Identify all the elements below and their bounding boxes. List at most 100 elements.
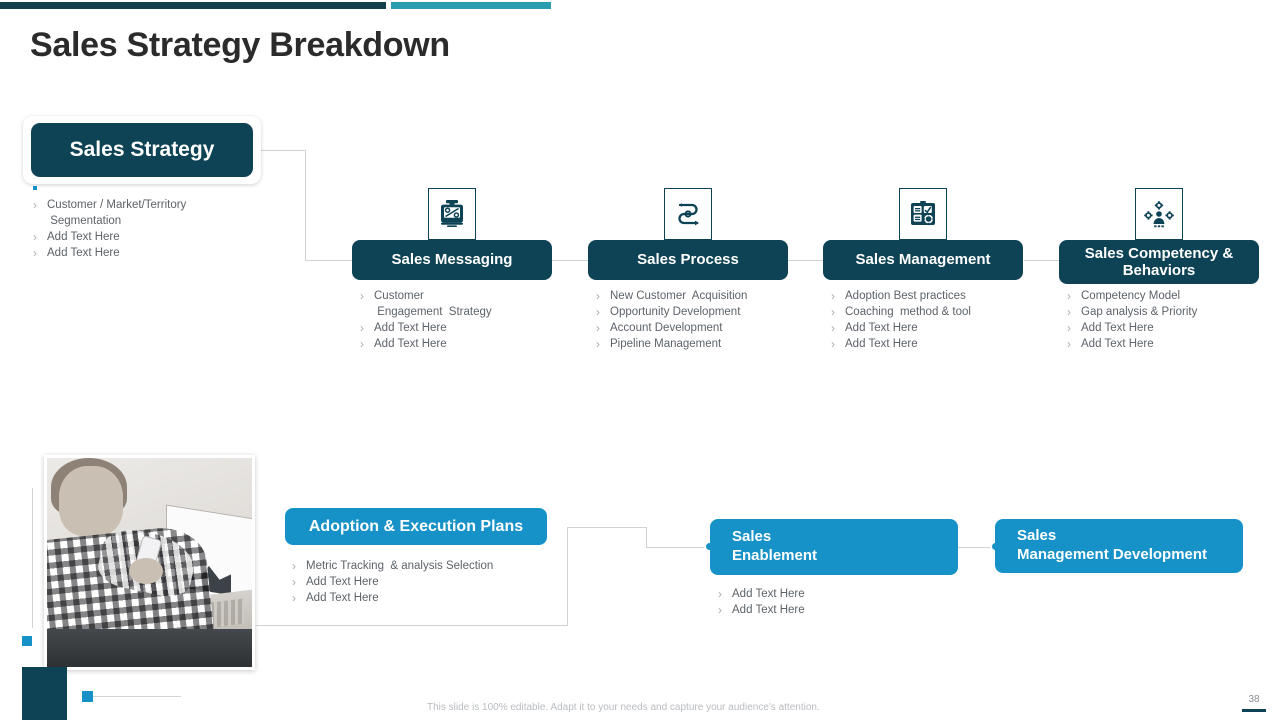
chevron-right-icon: › xyxy=(292,559,296,573)
list-item: ›Add Text Here xyxy=(292,591,379,605)
list-item: ›Customer / Market/Territory xyxy=(33,198,187,212)
chevron-right-icon: › xyxy=(1067,305,1071,319)
connector-enablement-to-management xyxy=(958,547,996,548)
list-item: ›Coaching method & tool xyxy=(831,305,971,319)
list-item: ›Add Text Here xyxy=(360,337,447,351)
photo-card xyxy=(44,455,255,670)
page-number: 38 xyxy=(1248,694,1260,705)
adoption-bullet-list: ›Metric Tracking & analysis Selection ›A… xyxy=(292,558,562,606)
icon-box-sales-competency xyxy=(1135,188,1183,240)
chevron-right-icon: › xyxy=(831,321,835,335)
decor-square-dark-large xyxy=(22,667,67,720)
connector-spine-to-messaging xyxy=(305,260,353,261)
connector-adoption-right-vertical xyxy=(567,527,568,626)
list-item: ›Competency Model xyxy=(1067,289,1181,303)
top-bar-light xyxy=(391,2,551,9)
bottom-box-label: Adoption & Execution Plans xyxy=(308,517,524,535)
list-item: ›Add Text Here xyxy=(33,246,120,260)
root-card-sales-strategy[interactable]: Sales Strategy xyxy=(23,116,261,184)
list-item: ›Add Text Here xyxy=(1067,337,1154,351)
chevron-right-icon: › xyxy=(831,337,835,351)
chevron-right-icon: › xyxy=(1067,337,1071,351)
list-item: ›Add Text Here xyxy=(1067,321,1154,335)
chevron-right-icon: › xyxy=(596,321,600,335)
icon-box-sales-process xyxy=(664,188,712,240)
root-card-label: Sales Strategy xyxy=(31,123,253,177)
branch-bullet-list-sales-messaging: ›Customer Engagement Strategy ›Add Text … xyxy=(360,288,575,352)
bottom-box-label: Sales Enablement xyxy=(732,528,818,564)
chevron-right-icon: › xyxy=(33,246,37,260)
connector-process-to-management xyxy=(788,260,823,261)
chevron-right-icon: › xyxy=(1067,289,1071,303)
connector-photo-to-adoption xyxy=(255,625,567,626)
list-item: ›Add Text Here xyxy=(33,230,120,244)
enablement-bullet-list: ›Add Text Here ›Add Text Here xyxy=(718,586,938,618)
list-item: ›Add Text Here xyxy=(292,575,379,589)
person-with-phone-and-laptop-photo xyxy=(47,458,252,667)
branch-label: Sales Competency & Behaviors xyxy=(1084,244,1234,279)
list-item: ›Customer xyxy=(360,289,424,303)
chevron-right-icon: › xyxy=(292,591,296,605)
branch-box-sales-management[interactable]: Sales Management xyxy=(823,240,1023,280)
connector-management-to-competency xyxy=(1024,260,1059,261)
chevron-right-icon: › xyxy=(831,289,835,303)
list-item: ›Add Text Here xyxy=(718,603,805,617)
branch-label: Sales Management xyxy=(855,251,991,269)
branch-box-sales-messaging[interactable]: Sales Messaging xyxy=(352,240,552,280)
bottom-box-adoption-execution-plans[interactable]: Adoption & Execution Plans xyxy=(285,508,547,545)
branch-box-sales-process[interactable]: Sales Process xyxy=(588,240,788,280)
connector-adoption-step-vertical xyxy=(646,527,647,548)
list-item: ›Account Development xyxy=(596,321,723,335)
branch-label: Sales Process xyxy=(637,251,739,269)
list-item: ›Opportunity Development xyxy=(596,305,741,319)
chevron-right-icon: › xyxy=(596,337,600,351)
page-number-underline xyxy=(1242,709,1266,712)
chevron-right-icon: › xyxy=(33,230,37,244)
list-item: ›Add Text Here xyxy=(831,337,918,351)
chevron-right-icon: › xyxy=(360,289,364,303)
icon-box-sales-messaging xyxy=(428,188,476,240)
decor-square-blue-small-top xyxy=(22,636,32,646)
decor-rule-line xyxy=(93,696,181,697)
chevron-right-icon: › xyxy=(831,305,835,319)
list-item: ›Gap analysis & Priority xyxy=(1067,305,1198,319)
root-bullet-list: ›Customer / Market/Territory Segmentatio… xyxy=(33,197,273,261)
list-item: Engagement Strategy xyxy=(374,306,492,318)
branch-bullet-list-sales-process: ›New Customer Acquisition ›Opportunity D… xyxy=(596,288,816,352)
branch-label: Sales Messaging xyxy=(391,251,513,269)
page-title: Sales Strategy Breakdown xyxy=(30,26,450,64)
bottom-box-label: Sales Management Development xyxy=(1017,527,1208,563)
chevron-right-icon: › xyxy=(292,575,296,589)
chevron-right-icon: › xyxy=(596,305,600,319)
chevron-right-icon: › xyxy=(718,603,722,617)
bottom-box-sales-management-development[interactable]: Sales Management Development xyxy=(995,519,1243,573)
top-bar-dark xyxy=(0,2,386,9)
chevron-right-icon: › xyxy=(1067,321,1071,335)
connector-photo-left-guide xyxy=(32,488,33,628)
list-item: ›Add Text Here xyxy=(718,587,805,601)
list-item: ›Adoption Best practices xyxy=(831,289,966,303)
connector-root-horizontal xyxy=(261,150,306,151)
list-item: ›New Customer Acquisition xyxy=(596,289,748,303)
footer-note: This slide is 100% editable. Adapt it to… xyxy=(427,702,820,713)
bottom-box-sales-enablement[interactable]: Sales Enablement xyxy=(710,519,958,575)
connector-adoption-top-horizontal xyxy=(567,527,647,528)
list-item: ›Add Text Here xyxy=(360,321,447,335)
person-gears-icon xyxy=(1144,201,1174,228)
connector-step-to-enablement xyxy=(646,547,710,548)
list-item: Segmentation xyxy=(47,215,122,227)
list-item: ›Metric Tracking & analysis Selection xyxy=(292,559,494,573)
branch-bullet-list-sales-management: ›Adoption Best practices ›Coaching metho… xyxy=(831,288,1051,352)
list-item: ›Add Text Here xyxy=(831,321,918,335)
process-path-arrow-icon xyxy=(678,203,699,226)
root-accent-dot xyxy=(33,186,37,190)
chevron-right-icon: › xyxy=(718,587,722,601)
branch-bullet-list-sales-competency: ›Competency Model ›Gap analysis & Priori… xyxy=(1067,288,1277,352)
decor-square-blue-small-bottom xyxy=(82,691,93,702)
icon-box-sales-management xyxy=(899,188,947,240)
chevron-right-icon: › xyxy=(33,198,37,212)
chevron-right-icon: › xyxy=(360,321,364,335)
checklist-gear-icon xyxy=(911,201,935,226)
branch-box-sales-competency[interactable]: Sales Competency & Behaviors xyxy=(1059,240,1259,284)
